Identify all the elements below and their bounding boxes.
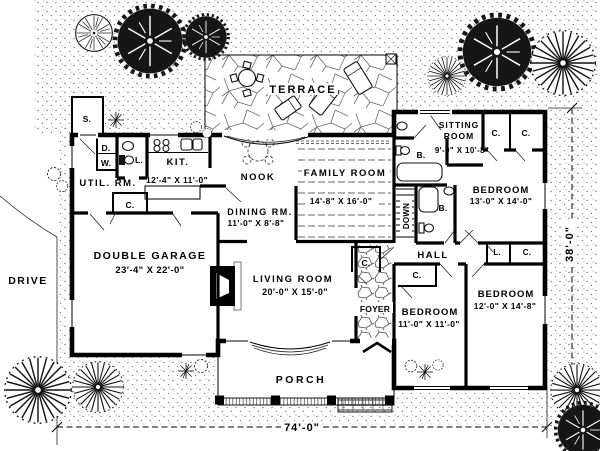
fireplace xyxy=(210,261,242,311)
stairs-down xyxy=(396,188,414,238)
shrub xyxy=(56,180,68,192)
bedroom3-label: BEDROOM xyxy=(402,307,459,318)
interior-walls xyxy=(72,112,545,388)
shrub xyxy=(404,359,418,373)
shrub xyxy=(190,121,202,133)
stairs-down-label: DOWN xyxy=(402,203,411,229)
terrace-post xyxy=(385,53,397,65)
kitchen-size: 12'-4" X 11'-0" xyxy=(146,175,208,185)
foyer-label: FOYER xyxy=(360,304,390,314)
kitchen-label: KIT. xyxy=(167,157,190,168)
plan-labels: TERRACE S. D. W. L. KIT. 12'-4" X 11'-0"… xyxy=(8,83,576,434)
dimension-lines xyxy=(51,102,582,438)
closet-label: C. xyxy=(523,248,531,257)
bath-label: B. xyxy=(439,203,448,213)
bedroom1-size: 13'-0" X 14'-0" xyxy=(470,196,533,206)
garage-label: DOUBLE GARAGE xyxy=(94,250,207,262)
family-room-size: 14'-8" X 16'-0" xyxy=(310,196,373,206)
closet-label: C. xyxy=(522,128,531,138)
living-room-size: 20'-0" X 15'-0" xyxy=(262,287,328,297)
drive-label: DRIVE xyxy=(8,275,48,287)
bedroom3-size: 11'-0" X 11'-0" xyxy=(398,319,460,329)
family-room-label: FAMILY ROOM xyxy=(304,168,386,179)
shrub xyxy=(194,359,208,373)
closet-label: C. xyxy=(126,200,135,210)
dryer-label: D. xyxy=(102,143,111,153)
overall-width-dim: 74'-0" xyxy=(284,422,320,434)
porch-label: PORCH xyxy=(276,374,326,386)
porch xyxy=(215,355,395,413)
dining-label: DINING RM. xyxy=(227,207,293,217)
front-walk xyxy=(337,397,393,413)
closet-label: C. xyxy=(413,270,422,280)
utility-fixtures xyxy=(97,140,135,165)
sitting-room-label1: SITTING xyxy=(439,120,480,130)
lavatory-label: L. xyxy=(135,155,143,165)
sitting-room-label2: ROOM xyxy=(444,131,474,141)
tree xyxy=(553,400,600,451)
house xyxy=(69,108,549,401)
kitchen-fixtures xyxy=(144,138,208,200)
shrub xyxy=(432,359,444,371)
window-sill-hatch xyxy=(296,140,390,144)
tree xyxy=(75,14,113,52)
bedroom1-label: BEDROOM xyxy=(473,185,530,196)
shrub xyxy=(202,128,212,138)
shrub xyxy=(47,167,61,181)
nook-label: NOOK xyxy=(241,172,276,183)
hall-label: HALL xyxy=(417,250,448,261)
bath-label: B. xyxy=(417,150,426,160)
storage-room xyxy=(71,96,104,138)
closet-label: C. xyxy=(492,128,501,138)
bedroom2-size: 12'-0" X 14'-8" xyxy=(474,301,537,311)
nook-table xyxy=(241,138,275,165)
lavatory-label: L. xyxy=(493,248,501,257)
bath1-fixtures xyxy=(395,121,443,182)
util-label: UTIL. RM. xyxy=(79,178,136,189)
terrace-label: TERRACE xyxy=(269,84,336,96)
shrub xyxy=(107,111,125,129)
windows xyxy=(69,108,549,392)
foyer-stone-floor xyxy=(357,245,392,339)
dining-size: 11'-0" X 8'-8" xyxy=(228,218,285,228)
storage-label: S. xyxy=(83,114,91,124)
garage-size: 23'-4" X 22'-0" xyxy=(115,265,184,276)
living-room-label: LIVING ROOM xyxy=(253,274,333,285)
porch-posts xyxy=(215,395,394,405)
bedroom2-label: BEDROOM xyxy=(478,289,535,300)
overall-depth-dim: 38'-0" xyxy=(564,226,576,262)
sitting-room-size: 9'-0" X 10'-8" xyxy=(435,146,489,155)
entry-arrow xyxy=(362,341,392,354)
washer-label: W. xyxy=(101,158,111,168)
closet-label: C. xyxy=(362,258,371,268)
terrace-table xyxy=(229,60,265,98)
